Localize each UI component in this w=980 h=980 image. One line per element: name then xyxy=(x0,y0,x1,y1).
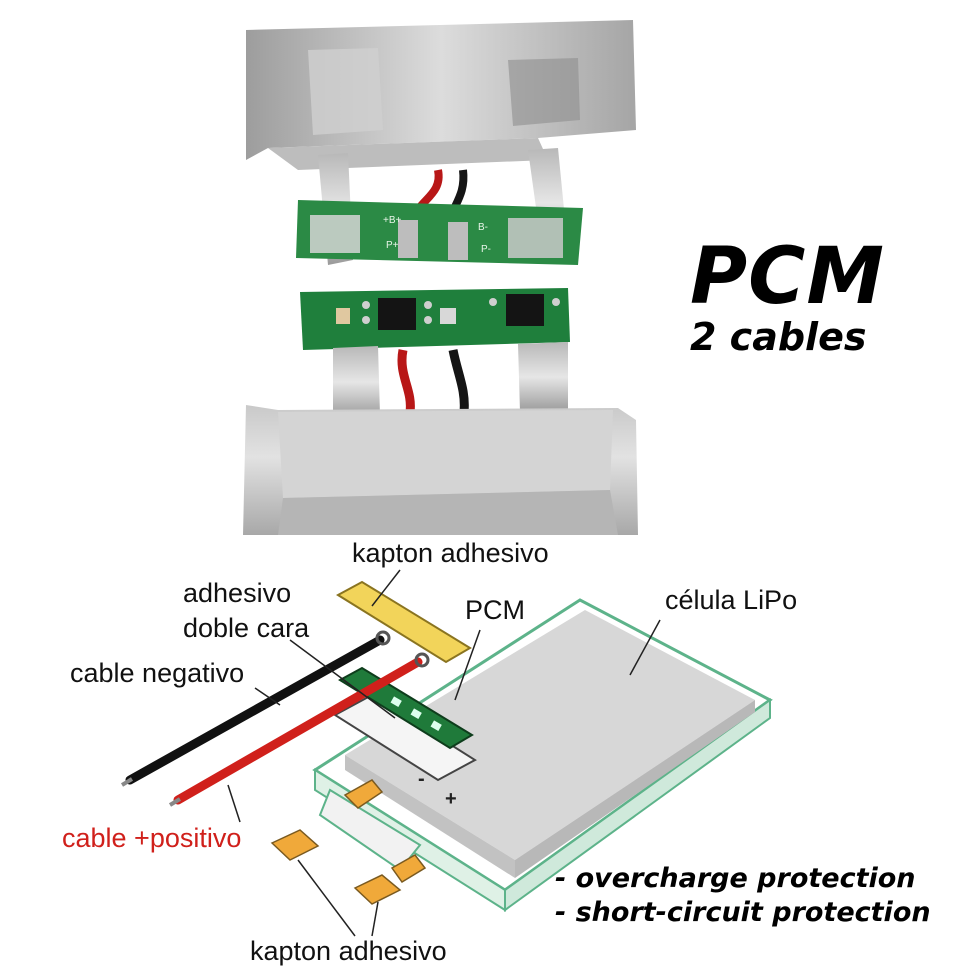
double-sided-adhesive xyxy=(333,693,477,782)
label-adhesive-line1: adhesivo xyxy=(183,578,292,608)
bottom-pcb xyxy=(300,288,570,350)
cell-tab-left xyxy=(343,779,384,809)
positive-cable xyxy=(168,652,430,807)
title: PCM xyxy=(690,232,886,322)
label-positive-cable: cable +positivo xyxy=(62,823,242,853)
board-mark-p-minus: P- xyxy=(481,244,491,255)
cell-plus-mark: + xyxy=(445,788,457,810)
bottom-left-tab xyxy=(333,346,380,418)
cell-tab-right xyxy=(390,854,427,884)
bottom-black-wire xyxy=(448,349,469,413)
top-pcb: +B+ B- P+ P- xyxy=(296,200,583,265)
board-mark-b-plus: +B+ xyxy=(383,215,402,226)
bottom-red-wire xyxy=(397,349,415,413)
board-mark-p-plus: P+ xyxy=(386,240,399,251)
board-mark-b-minus: B- xyxy=(478,222,488,233)
label-cell: célula LiPo xyxy=(665,585,798,615)
kapton-piece-1 xyxy=(270,829,320,861)
label-adhesive-line2: doble cara xyxy=(183,613,310,643)
label-kapton-bottom: kapton adhesivo xyxy=(250,936,447,966)
feature-short-circuit: - short-circuit protection xyxy=(555,897,931,928)
label-kapton-top: kapton adhesivo xyxy=(352,538,549,568)
kapton-piece-2 xyxy=(353,874,402,905)
label-pcm: PCM xyxy=(465,595,525,625)
label-negative-cable: cable negativo xyxy=(70,658,245,688)
battery-photo: +B+ B- P+ P- xyxy=(243,20,638,535)
negative-cable xyxy=(120,630,391,787)
exploded-diagram: - + xyxy=(120,569,773,937)
cell-minus-mark: - xyxy=(418,768,425,790)
kapton-top-strip xyxy=(336,580,472,664)
bottom-cell xyxy=(243,405,638,535)
top-cell xyxy=(246,20,636,170)
bottom-right-tab xyxy=(518,342,568,412)
leader-lines xyxy=(227,569,661,937)
feature-overcharge: - overcharge protection xyxy=(555,863,916,894)
subtitle: 2 cables xyxy=(690,315,867,359)
